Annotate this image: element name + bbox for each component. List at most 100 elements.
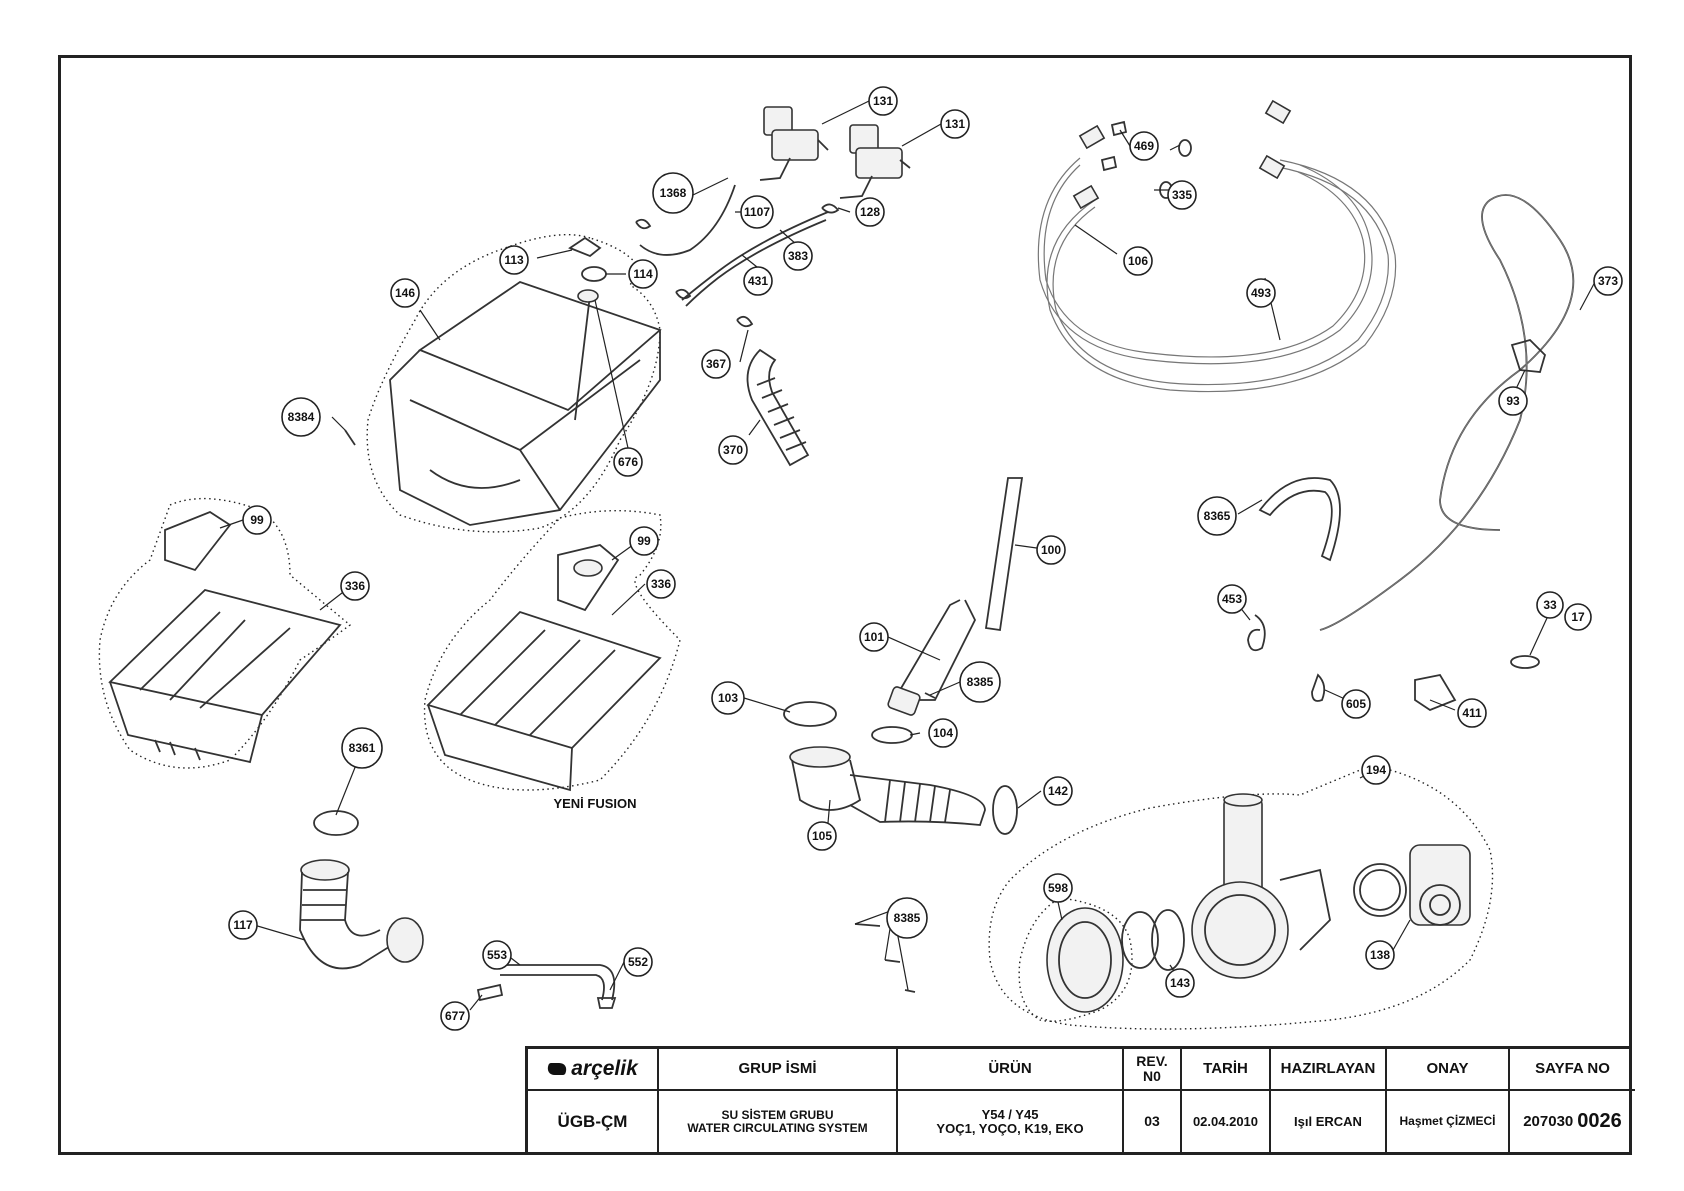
svg-text:336: 336 xyxy=(651,577,671,591)
svg-text:411: 411 xyxy=(1462,706,1482,720)
callout-677: 677 xyxy=(440,1001,470,1031)
callout-431: 431 xyxy=(743,266,773,296)
note-yeni-fusion: YENİ FUSION xyxy=(553,796,636,811)
detergent-drawer-fusion xyxy=(426,544,662,792)
clip-93 xyxy=(1510,338,1547,373)
rev-value: 03 xyxy=(1124,1091,1182,1152)
detergent-drawer-old xyxy=(108,510,342,764)
sump-hose-105 xyxy=(789,746,986,826)
screws-8385-lower xyxy=(854,923,916,993)
callout-553: 553 xyxy=(482,940,512,970)
tube-553 xyxy=(500,964,616,1001)
approval-value: Haşmet ÇİZMECİ xyxy=(1387,1091,1510,1152)
clamp-128 xyxy=(821,203,840,214)
callout-33: 33 xyxy=(1536,591,1564,619)
tube-553-inner xyxy=(500,974,605,1001)
clamp-8361 xyxy=(313,810,359,836)
header-product: ÜRÜN xyxy=(898,1049,1124,1091)
svg-text:146: 146 xyxy=(395,286,415,300)
svg-text:367: 367 xyxy=(706,357,726,371)
header-page-no: SAYFA NO xyxy=(1510,1049,1635,1091)
callout-552: 552 xyxy=(623,947,653,977)
svg-text:336: 336 xyxy=(345,579,365,593)
svg-text:17: 17 xyxy=(1571,610,1585,624)
callout-104: 104 xyxy=(928,718,958,748)
svg-text:128: 128 xyxy=(860,205,880,219)
brand-name: arçelik xyxy=(571,1056,638,1080)
hose-383-inner xyxy=(685,219,827,307)
elbow-hose-117 xyxy=(299,859,424,970)
callout-143: 143 xyxy=(1165,968,1195,998)
callout-131b: 131 xyxy=(940,109,970,139)
clip-605 xyxy=(1311,673,1326,702)
inlet-valve-left xyxy=(759,106,829,181)
page-prefix: 207030 xyxy=(1523,1112,1574,1130)
svg-text:113: 113 xyxy=(504,253,524,267)
clip-453 xyxy=(1247,614,1266,652)
drain-hose-373 xyxy=(1319,194,1575,631)
callout-99b: 99 xyxy=(629,526,659,556)
drain-pump-194 xyxy=(1191,793,1471,979)
inlet-valve-right xyxy=(839,124,911,199)
callout-367: 367 xyxy=(701,349,731,379)
svg-text:8384: 8384 xyxy=(288,410,315,424)
svg-text:552: 552 xyxy=(628,955,648,969)
group-name-en: WATER CIRCULATING SYSTEM xyxy=(687,1120,868,1135)
svg-text:142: 142 xyxy=(1048,784,1068,798)
svg-text:1107: 1107 xyxy=(744,205,770,219)
svg-text:99: 99 xyxy=(250,513,264,527)
svg-text:99: 99 xyxy=(637,534,651,548)
callout-17: 17 xyxy=(1564,603,1592,631)
callout-128: 128 xyxy=(855,197,885,227)
callout-411: 411 xyxy=(1457,698,1487,728)
product-line2: YOÇ1, YOÇO, K19, EKO xyxy=(936,1120,1084,1136)
callout-105: 105 xyxy=(807,821,837,851)
seals-335 xyxy=(1178,139,1192,157)
svg-text:677: 677 xyxy=(445,1009,465,1023)
callout-469: 469 xyxy=(1129,131,1159,161)
callout-100: 100 xyxy=(1036,535,1066,565)
inlet-hoses-106-493 xyxy=(1037,99,1397,393)
callout-131a: 131 xyxy=(868,86,898,116)
svg-text:431: 431 xyxy=(748,274,768,288)
svg-text:370: 370 xyxy=(723,443,743,457)
callout-114: 114 xyxy=(628,259,658,289)
clamp-367 xyxy=(736,315,754,328)
group-name-tr: SU SİSTEM GRUBU xyxy=(721,1107,834,1122)
callout-336a: 336 xyxy=(340,571,370,601)
gasket-114 xyxy=(581,266,607,282)
connector-677 xyxy=(476,983,504,1002)
svg-text:605: 605 xyxy=(1346,697,1366,711)
callout-8365: 8365 xyxy=(1197,496,1237,536)
connectors-469 xyxy=(1100,120,1128,172)
clamp-431 xyxy=(675,288,692,300)
product-line1: Y54 / Y45 xyxy=(981,1106,1039,1122)
gasket-143 xyxy=(1151,909,1185,971)
callout-113: 113 xyxy=(499,245,529,275)
svg-text:553: 553 xyxy=(487,948,507,962)
callout-117: 117 xyxy=(228,910,258,940)
group-outline-dispenser-housing xyxy=(366,234,661,533)
callout-453: 453 xyxy=(1217,584,1247,614)
svg-text:103: 103 xyxy=(718,691,738,705)
svg-text:1368: 1368 xyxy=(660,186,687,200)
clamp-142 xyxy=(992,785,1018,835)
svg-text:143: 143 xyxy=(1170,976,1190,990)
svg-text:8385: 8385 xyxy=(967,675,994,689)
svg-text:114: 114 xyxy=(633,267,653,281)
callout-336b: 336 xyxy=(646,569,676,599)
product-values: Y54 / Y45 YOÇ1, YOÇO, K19, EKO xyxy=(898,1091,1124,1152)
pump-filter-598 xyxy=(1046,907,1159,1013)
dept-code: ÜGB-ÇM xyxy=(528,1091,659,1152)
callout-598: 598 xyxy=(1043,873,1073,903)
drawing-frame xyxy=(58,55,1632,1155)
svg-text:131: 131 xyxy=(945,117,965,131)
svg-text:383: 383 xyxy=(788,249,808,263)
svg-text:138: 138 xyxy=(1370,948,1390,962)
svg-text:493: 493 xyxy=(1251,286,1271,300)
screw-8384 xyxy=(344,429,356,446)
callout-605: 605 xyxy=(1341,689,1371,719)
clamp-1368 xyxy=(635,218,652,230)
callout-138: 138 xyxy=(1365,940,1395,970)
header-prepared-by: HAZIRLAYAN xyxy=(1271,1049,1387,1091)
